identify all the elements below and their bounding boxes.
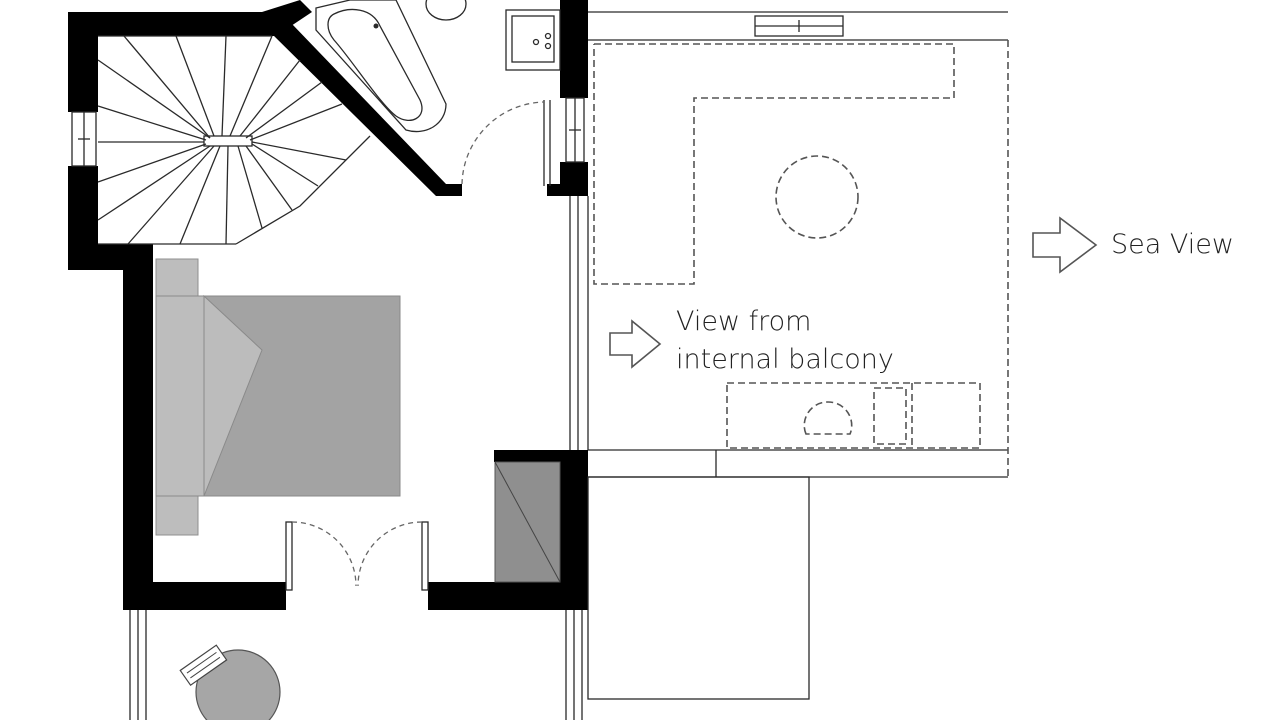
balcony-view-arrow-icon — [609, 319, 662, 369]
wall-bath-right — [560, 0, 588, 98]
toilet-bowl — [425, 0, 467, 21]
round-table-below — [775, 155, 859, 239]
l-sofa-below — [593, 43, 955, 285]
wall-bedroom-left — [123, 244, 153, 610]
round-table — [195, 649, 281, 720]
wall-diagonal-upper — [262, 0, 312, 36]
bed-cover-fold — [203, 294, 263, 497]
balcony-view-label-line2: internal balcony — [676, 344, 894, 375]
sea-view-label: Sea View — [1111, 229, 1234, 260]
wall-bedroom-bottom-left — [123, 582, 286, 610]
void-area — [588, 11, 1009, 478]
sink-cabinet — [505, 9, 561, 71]
wall-bath-stub — [547, 184, 567, 196]
bed-headboard — [155, 295, 205, 497]
bathtub — [315, 0, 447, 133]
kitchen-sink-below — [803, 401, 853, 435]
wall-diagonal-bath — [272, 24, 462, 196]
kitchen-counter-below — [726, 382, 981, 449]
wall-left-stairs — [68, 12, 98, 112]
bathroom-fixtures — [315, 0, 561, 186]
chair — [179, 644, 228, 687]
wall-wardrobe-right — [560, 450, 588, 610]
bathtub-inner — [327, 8, 423, 121]
balcony-furniture — [179, 644, 281, 720]
staircase — [97, 35, 371, 245]
sink-basin — [511, 15, 555, 63]
wall-top-left — [68, 12, 270, 36]
balcony-view-label-line1: View from — [676, 306, 812, 337]
double-door-left-swing — [291, 521, 357, 587]
windows — [71, 15, 844, 720]
double-door-right-swing — [357, 521, 423, 587]
walls — [68, 0, 588, 610]
kitchen-appliance-below — [873, 387, 907, 445]
sea-view-arrow-icon — [1032, 216, 1098, 274]
bedroom-furniture — [155, 258, 561, 591]
lower-terrace-outline — [587, 476, 810, 700]
